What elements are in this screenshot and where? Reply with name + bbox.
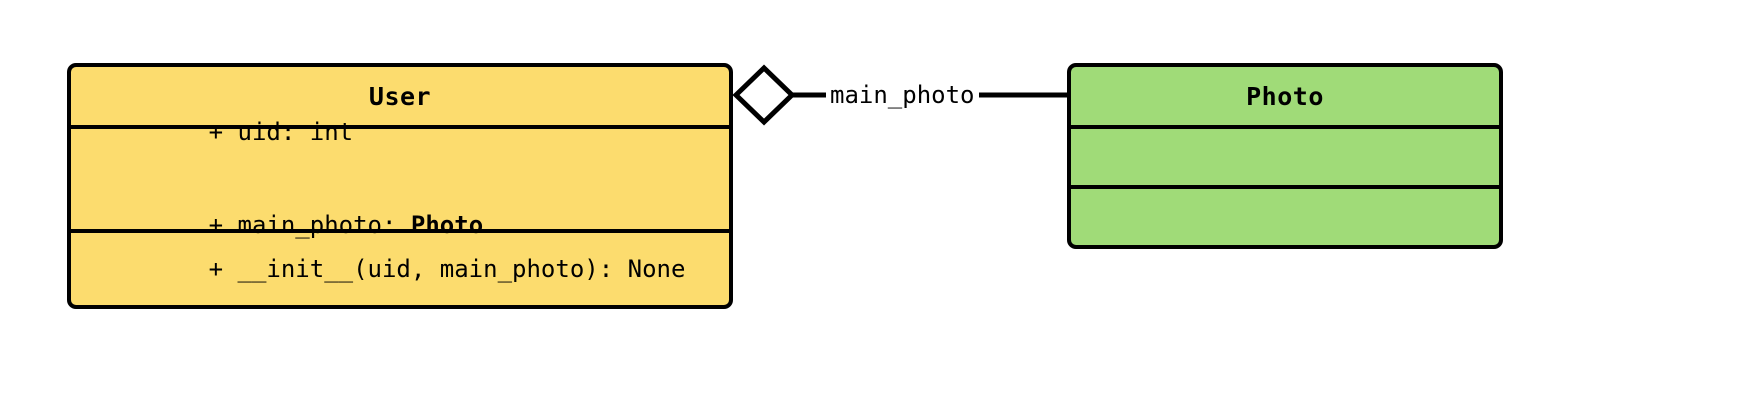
association-aggregation[interactable] [728, 52, 1073, 142]
class-title-photo: Photo [1246, 81, 1324, 111]
association-role-label: main_photo [826, 81, 979, 109]
method-row: + __init__(uid, main_photo): None [93, 223, 729, 306]
attribute-row: + uid: int [93, 86, 729, 179]
class-box-user[interactable]: User + uid: int + main_photo: Photo + __… [67, 63, 733, 309]
class-attributes-user: + uid: int + main_photo: Photo [71, 118, 729, 239]
method-text: + __init__(uid, main_photo): None [208, 254, 686, 283]
class-box-photo[interactable]: Photo [1067, 63, 1503, 249]
class-methods-user: + __init__(uid, main_photo): None [71, 229, 729, 305]
attribute-text: + uid: int [208, 118, 354, 146]
class-title-user: User [368, 81, 432, 111]
aggregation-diamond-icon [732, 64, 796, 126]
association-svg [732, 64, 1069, 126]
class-attributes-photo [1071, 125, 1499, 185]
attribute-type-link: Photo [410, 211, 484, 239]
class-methods-photo [1071, 185, 1499, 245]
